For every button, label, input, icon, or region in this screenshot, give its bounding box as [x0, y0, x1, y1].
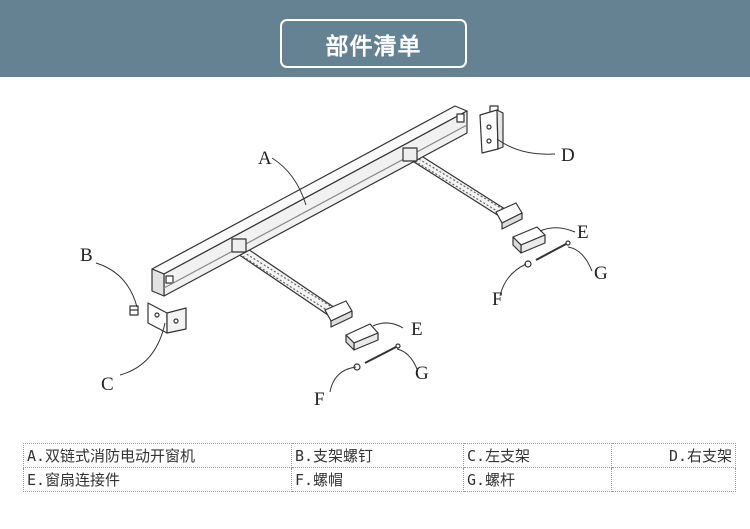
part-cell: G.螺杆	[463, 467, 612, 492]
callout-b: B	[80, 245, 93, 266]
callout-g-left: G	[415, 363, 429, 384]
callout-e-left: E	[411, 319, 423, 340]
left-bracket	[147, 302, 187, 334]
part-cell: B.支架螺钉	[291, 443, 464, 468]
parts-diagram: A B C D E E F G F G	[80, 105, 608, 410]
callout-f-left: F	[314, 389, 325, 410]
part-cell: D.右支架	[611, 443, 736, 468]
part-cell: F.螺帽	[291, 467, 464, 492]
callout-c: C	[101, 374, 114, 395]
callout-f-right: F	[492, 289, 503, 310]
callout-e-right: E	[577, 222, 589, 243]
right-bracket	[479, 105, 504, 154]
chain-arm-left	[231, 244, 353, 328]
sash-connector-left	[345, 323, 379, 351]
nut-bolt-right	[524, 240, 571, 268]
table-row: A.双链式消防电动开窗机 B.支架螺钉 C.左支架 D.右支架	[23, 443, 736, 468]
page-title: 部件清单	[280, 19, 467, 68]
bracket-screw	[129, 305, 139, 316]
opener-body	[151, 105, 468, 297]
callout-a: A	[258, 148, 272, 169]
nut-bolt-left	[353, 343, 401, 371]
parts-table: A.双链式消防电动开窗机 B.支架螺钉 C.左支架 D.右支架 E.窗扇连接件 …	[23, 443, 736, 492]
part-cell: C.左支架	[463, 443, 612, 468]
part-cell: A.双链式消防电动开窗机	[23, 443, 292, 468]
header-band: 部件清单	[0, 0, 750, 77]
part-cell	[611, 467, 736, 492]
sash-connector-right	[512, 226, 546, 254]
chain-arm-right	[402, 149, 523, 230]
callout-g-right: G	[594, 263, 608, 284]
part-cell: E.窗扇连接件	[23, 467, 292, 492]
callout-d: D	[561, 145, 575, 166]
table-row: E.窗扇连接件 F.螺帽 G.螺杆	[23, 467, 736, 492]
